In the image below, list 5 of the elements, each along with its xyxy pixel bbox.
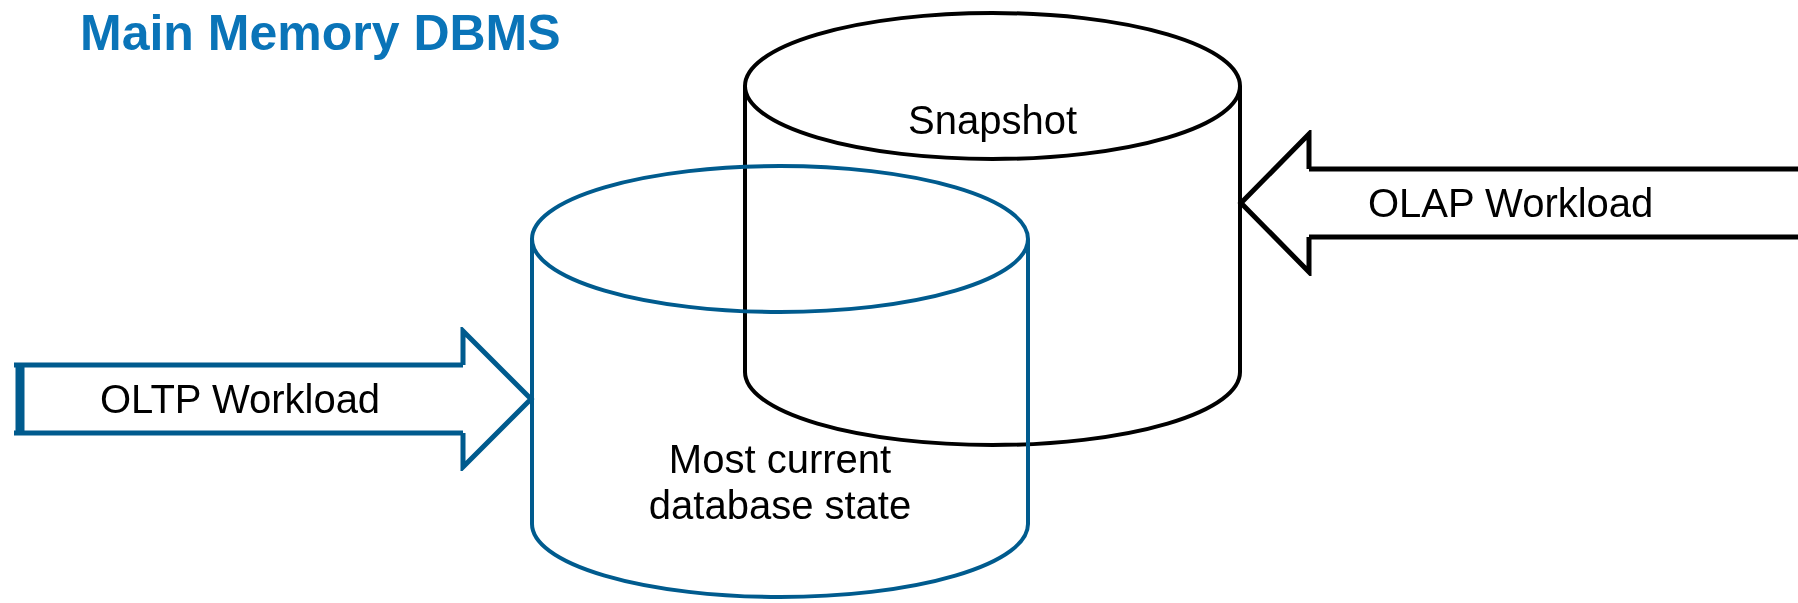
- block-arrow: [11, 328, 534, 470]
- block-arrow: [1238, 131, 1798, 275]
- node-label: Snapshot: [907, 97, 1078, 143]
- node-label: Most current database state: [647, 436, 913, 528]
- title: Main Memory DBMS: [80, 4, 561, 62]
